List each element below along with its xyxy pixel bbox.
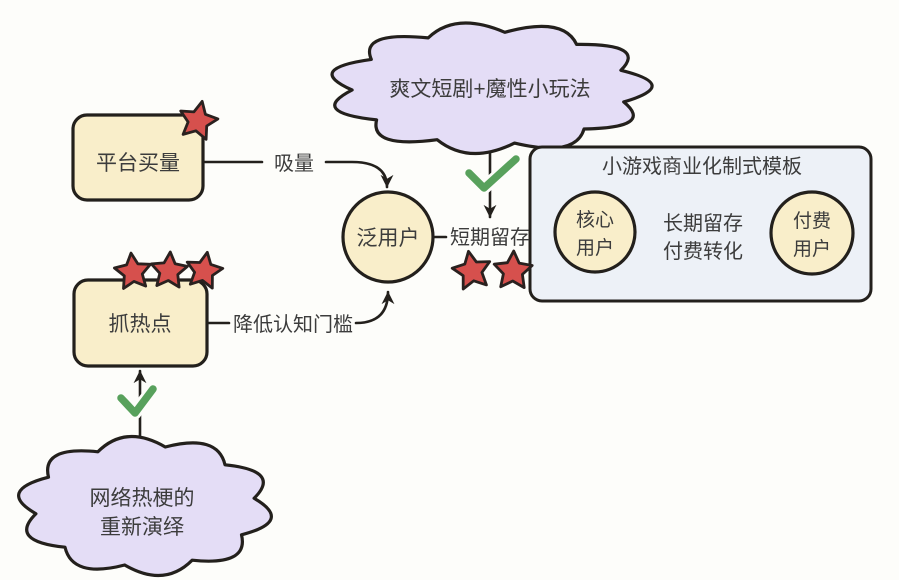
cloud-bottom-label: 网络热梗的重新演绎 — [90, 487, 195, 539]
cloud-top-label: 爽文短剧+魔性小玩法 — [389, 78, 590, 101]
cloud-bottom — [17, 434, 273, 578]
node-core-user — [553, 190, 637, 274]
edge-lower-barrier-to-general-user — [354, 290, 395, 325]
star-icon-platform-buy — [179, 100, 220, 141]
edge-attract-to-general-user — [324, 160, 394, 189]
star-icon-short-retention-1 — [450, 249, 492, 291]
general-user-label: 泛用户 — [357, 227, 420, 250]
hot-topic-label: 抓热点 — [109, 313, 172, 336]
attract-edge-label: 吸量 — [274, 153, 314, 175]
paying-user-label: 付费用户 — [793, 210, 831, 260]
node-paying-user — [769, 190, 855, 276]
check-icon-top — [462, 152, 523, 195]
panel-title: 小游戏商业化制式模板 — [602, 155, 802, 178]
cloud-top — [330, 21, 654, 156]
core-user-label: 核心用户 — [576, 209, 614, 259]
node-platform-buy — [71, 113, 205, 202]
short-retention-label: 短期留存 — [450, 226, 530, 249]
star-icon-hot-topic-3 — [185, 250, 225, 290]
lower-barrier-label: 降低认知门槛 — [233, 313, 353, 336]
node-general-user — [341, 190, 435, 284]
star-icon-hot-topic-2 — [150, 250, 189, 289]
check-icon-bottom — [114, 382, 160, 420]
star-icon-hot-topic-1 — [113, 251, 152, 290]
platform-buy-label: 平台买量 — [96, 152, 180, 175]
star-icon-short-retention-2 — [492, 249, 534, 289]
long-retention-label: 长期留存付费转化 — [663, 212, 743, 263]
